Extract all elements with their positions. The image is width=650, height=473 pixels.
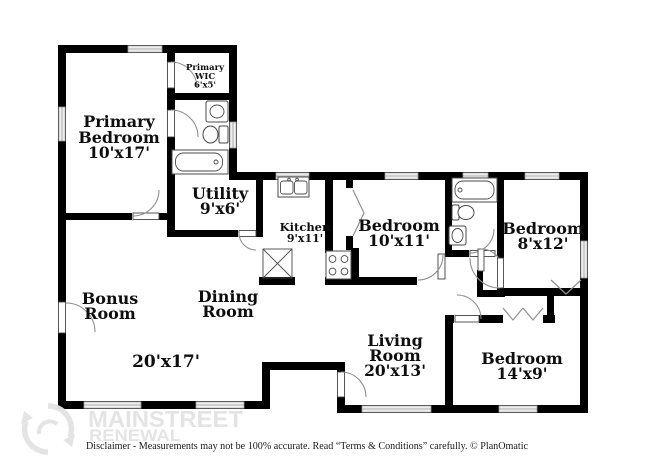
utility-door: [238, 230, 257, 251]
watermark-brand-line1: MAINSTREET: [88, 406, 243, 432]
toilet-icon: [202, 125, 229, 144]
svg-text:Bedroom: Bedroom: [502, 219, 584, 238]
window: [384, 172, 419, 180]
primary-wic-door: [167, 61, 198, 89]
room-label-dining-room: Dining Room: [198, 287, 258, 321]
svg-text:9'x11': 9'x11': [287, 232, 323, 245]
window: [524, 172, 560, 180]
toilet-icon: [451, 204, 475, 221]
bedroom-8x12-closet-bifold-icon: [550, 279, 582, 295]
svg-text:9'x6': 9'x6': [200, 199, 240, 218]
svg-text:Kitchen: Kitchen: [280, 220, 331, 234]
window: [580, 240, 588, 279]
bathtub-icon: [171, 149, 229, 175]
pantry-x-icon: [262, 248, 293, 279]
svg-text:Bedroom: Bedroom: [358, 216, 440, 235]
closet-doors: [352, 189, 582, 321]
svg-text:Room: Room: [369, 346, 421, 365]
bedroom-14x9-closet-bifold-icon: [522, 307, 544, 321]
window: [83, 401, 142, 409]
bathroom-sink-icon: [205, 100, 229, 123]
svg-text:10'x11': 10'x11': [368, 231, 430, 250]
svg-text:Room: Room: [84, 304, 136, 323]
bathroom-sink-icon: [448, 225, 467, 246]
window: [229, 121, 237, 149]
doors: [58, 61, 504, 398]
room-label-kitchen: Kitchen 9'x11': [280, 220, 331, 245]
bedroom-8x12-door: [469, 257, 504, 289]
room-label-bedroom-10x11: Bedroom 10'x11': [358, 216, 440, 250]
fixtures: [171, 100, 498, 280]
room-labels: Primary Bedroom 10'x17' Primary WIC 6'x5…: [78, 63, 584, 383]
window: [361, 405, 432, 413]
room-label-bonus-room: Bonus Room: [82, 289, 138, 323]
front-entry-door: [337, 371, 367, 398]
svg-text:10'x17': 10'x17': [88, 143, 150, 162]
kitchen-double-sink-icon: [277, 176, 310, 198]
bedroom-10x11-closet-bifold-icon: [352, 189, 365, 237]
window: [498, 405, 538, 413]
window: [195, 401, 245, 409]
room-label-primary-bedroom: Primary Bedroom 10'x17': [78, 112, 160, 162]
svg-text:Living: Living: [367, 331, 423, 350]
room-label-bedroom-14x9: Bedroom 14'x9': [481, 349, 563, 383]
primary-bedroom-door: [132, 189, 160, 220]
disclaimer-text: Disclaimer - Measurements may not be 100…: [86, 440, 528, 452]
bonus-room-exterior-door: [58, 301, 96, 334]
window: [127, 45, 163, 53]
svg-text:8'x12': 8'x12': [517, 234, 568, 253]
svg-text:Primary: Primary: [83, 112, 155, 131]
svg-text:Bedroom: Bedroom: [78, 128, 160, 147]
watermark-brand-line2: RENEWAL: [89, 426, 181, 445]
svg-text:Bonus: Bonus: [82, 289, 138, 308]
svg-text:Utility: Utility: [192, 184, 249, 203]
svg-text:WIC: WIC: [194, 72, 216, 82]
svg-text:6'x5': 6'x5': [194, 81, 216, 91]
window: [58, 106, 66, 142]
svg-text:14'x9': 14'x9': [496, 364, 547, 383]
stove-icon: [325, 250, 352, 280]
room-label-utility: Utility 9'x6': [192, 184, 249, 218]
svg-text:Bedroom: Bedroom: [481, 349, 563, 368]
svg-text:20'x17': 20'x17': [132, 352, 200, 372]
windows: [58, 45, 588, 413]
bedroom-10x11-door: [417, 253, 446, 281]
room-label-bonus-dining-dims: 20'x17': [132, 352, 200, 372]
watermark: MAINSTREET RENEWAL: [21, 403, 243, 455]
watermark-logo-icon: [21, 403, 75, 455]
room-label-primary-wic: Primary WIC 6'x5': [186, 63, 225, 91]
bedroom-14x9-closet-bifold-icon: [502, 307, 524, 321]
svg-text:Dining: Dining: [198, 287, 258, 306]
primary-bath-door: [167, 109, 199, 138]
bedroom-14x9-door: [454, 294, 482, 323]
svg-text:Room: Room: [202, 302, 254, 321]
room-label-living-room: Living Room 20'x13': [364, 331, 426, 380]
svg-text:20'x13': 20'x13': [364, 361, 426, 380]
room-label-bedroom-8x12: Bedroom 8'x12': [502, 219, 584, 253]
svg-text:Primary: Primary: [186, 63, 225, 73]
bathtub-icon: [451, 177, 498, 203]
